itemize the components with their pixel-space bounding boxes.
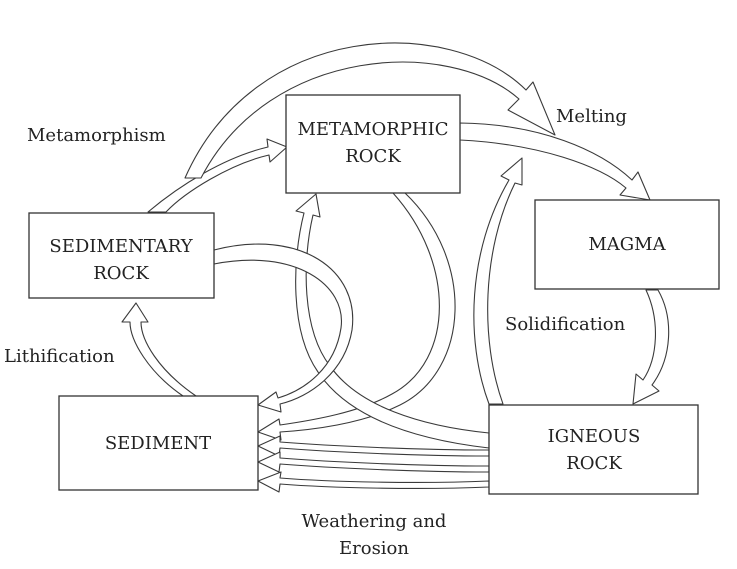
label-weathering-line1: Weathering and bbox=[302, 511, 447, 532]
node-sediment-box bbox=[58, 395, 259, 491]
node-sedimentary-label-line2: ROCK bbox=[93, 263, 149, 284]
arrow-weathering-1 bbox=[257, 435, 490, 457]
node-metamorphic-rock: METAMORPHIC ROCK bbox=[285, 94, 461, 194]
node-sedimentary-rock: SEDIMENTARY ROCK bbox=[28, 212, 215, 299]
node-sedimentary-label-line1: SEDIMENTARY bbox=[49, 236, 193, 257]
arrow-solidification bbox=[632, 289, 670, 405]
label-melting: Melting bbox=[556, 106, 627, 127]
node-magma-label: MAGMA bbox=[588, 234, 666, 255]
arrow-igneous-to-metamorphic-loop bbox=[295, 193, 490, 449]
arrow-weathering-3 bbox=[257, 471, 490, 493]
arrows-layer bbox=[121, 42, 670, 493]
label-weathering-line2: Erosion bbox=[339, 538, 409, 559]
node-metamorphic-label-line2: ROCK bbox=[345, 146, 401, 167]
node-metamorphic-box bbox=[285, 94, 461, 194]
node-magma: MAGMA bbox=[534, 199, 720, 290]
arrow-lithification bbox=[121, 302, 197, 397]
arrow-weathering-2 bbox=[257, 451, 490, 473]
node-igneous-label-line2: ROCK bbox=[566, 453, 622, 474]
arrow-igneous-to-metamorphic bbox=[473, 157, 523, 405]
node-igneous-label-line1: IGNEOUS bbox=[548, 426, 641, 447]
node-igneous-rock: IGNEOUS ROCK bbox=[488, 404, 699, 495]
node-magma-box bbox=[534, 199, 720, 290]
arrow-melting-metamorphic bbox=[459, 122, 651, 201]
node-sediment-label: SEDIMENT bbox=[105, 433, 211, 454]
label-solidification: Solidification bbox=[505, 314, 626, 335]
arrow-melting-outer bbox=[184, 42, 556, 179]
node-sediment: SEDIMENT bbox=[58, 395, 259, 491]
label-metamorphism: Metamorphism bbox=[27, 125, 166, 146]
node-sedimentary-box bbox=[28, 212, 215, 299]
label-lithification: Lithification bbox=[4, 346, 115, 367]
node-igneous-box bbox=[488, 404, 699, 495]
node-metamorphic-label-line1: METAMORPHIC bbox=[297, 119, 448, 140]
